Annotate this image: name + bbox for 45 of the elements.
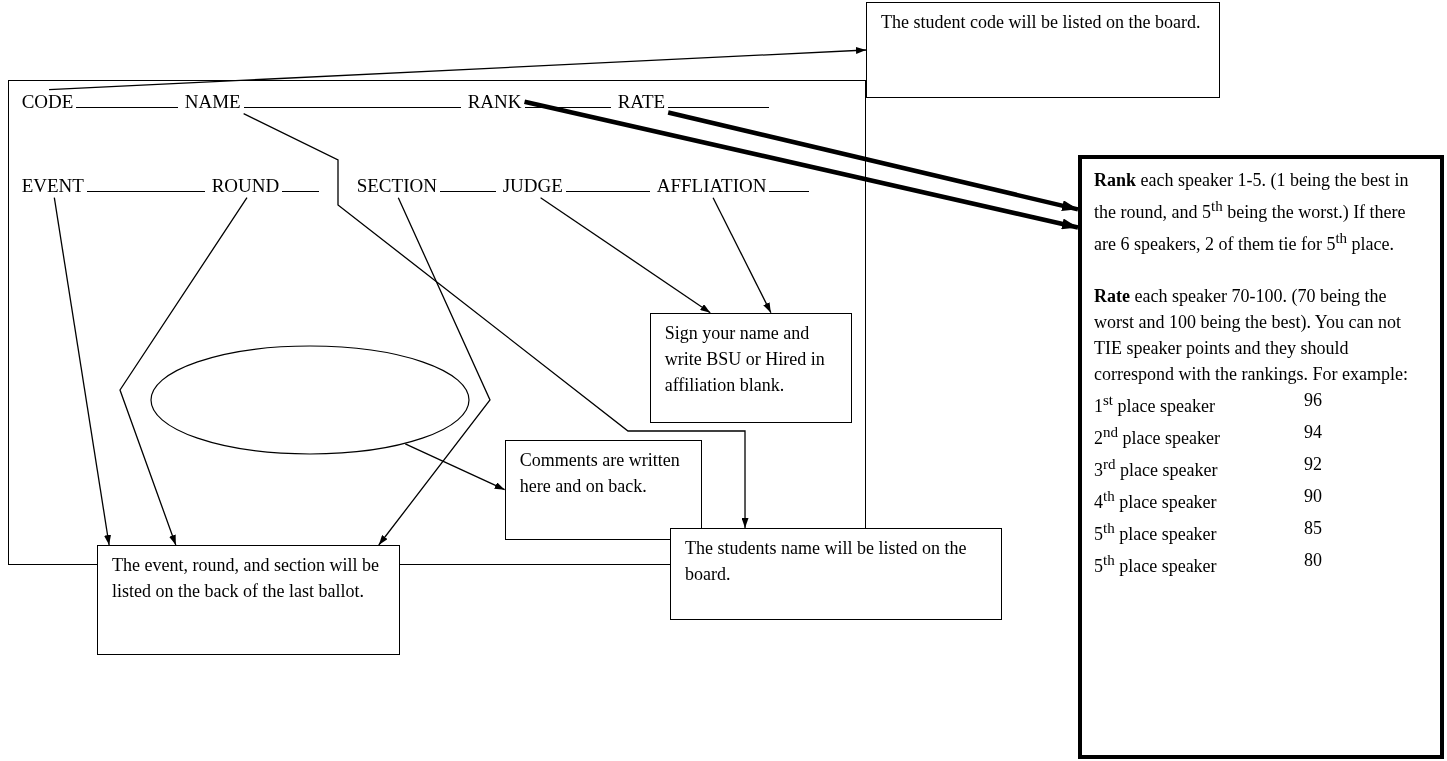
arrow bbox=[712, 197, 772, 314]
field-label: AFFLIATION bbox=[656, 173, 809, 198]
callout-text: Rank each speaker 1-5. (1 being the best in the round, and 5$^{th}$ being the worst.) If there are 6 speakers, 2 of them tie for 5$^{th}$ place. bbox=[1094, 169, 1410, 256]
arrow bbox=[53, 197, 111, 546]
callout-text: Comments are written here and on back. bbox=[519, 448, 681, 498]
comment-area-ellipse bbox=[149, 344, 470, 455]
arrow bbox=[524, 99, 1079, 230]
field-label: SECTION bbox=[356, 173, 496, 198]
arrow bbox=[119, 197, 248, 546]
field-label: RATE bbox=[617, 89, 769, 114]
speaker-points: 92 bbox=[1304, 453, 1323, 476]
arrow bbox=[48, 47, 867, 91]
speaker-place: 1$^{st}$ place speaker bbox=[1094, 391, 1216, 418]
field-label: CODE bbox=[21, 89, 178, 114]
callout-text: The event, round, and section will be listed on the back of the last ballot. bbox=[112, 554, 380, 603]
callout-box bbox=[866, 2, 1220, 98]
field-label: RANK bbox=[467, 89, 611, 114]
speaker-points: 96 bbox=[1304, 389, 1323, 412]
arrow bbox=[404, 443, 506, 491]
arrow bbox=[539, 197, 711, 314]
callout-box bbox=[649, 312, 852, 423]
speaker-points: 90 bbox=[1304, 485, 1323, 508]
speaker-points: 85 bbox=[1304, 517, 1323, 540]
speaker-place: 3$^{rd}$ place speaker bbox=[1094, 455, 1219, 482]
field-label: JUDGE bbox=[502, 173, 650, 198]
speaker-place: 5$^{th}$ place speaker bbox=[1094, 519, 1218, 546]
callout-text: Sign your name and write BSU or Hired in affiliation blank. bbox=[664, 321, 826, 397]
speaker-place: 4$^{th}$ place speaker bbox=[1094, 487, 1218, 514]
callout-box bbox=[670, 528, 1002, 620]
field-label: NAME bbox=[184, 89, 461, 114]
speaker-points: 94 bbox=[1304, 421, 1323, 444]
callout-box bbox=[504, 439, 702, 540]
arrow bbox=[243, 113, 749, 529]
callout-text: The student code will be listed on the board. bbox=[881, 11, 1202, 34]
callout-text: The students name will be listed on the board. bbox=[685, 537, 968, 586]
arrow bbox=[378, 197, 491, 546]
field-label: ROUND bbox=[211, 173, 319, 198]
callout-text: Rate each speaker 70-100. (70 being the worst and 100 being the best). You can not TIE speaker points and they should correspond with the rankings. For example: bbox=[1094, 285, 1409, 386]
speaker-place: 5$^{th}$ place speaker bbox=[1094, 551, 1218, 578]
field-label: EVENT bbox=[21, 173, 205, 198]
speaker-place: 2$^{nd}$ place speaker bbox=[1094, 423, 1221, 450]
callout-box bbox=[97, 545, 400, 655]
speaker-points: 80 bbox=[1304, 549, 1323, 572]
arrow bbox=[667, 110, 1079, 212]
callout-box bbox=[1078, 155, 1444, 759]
